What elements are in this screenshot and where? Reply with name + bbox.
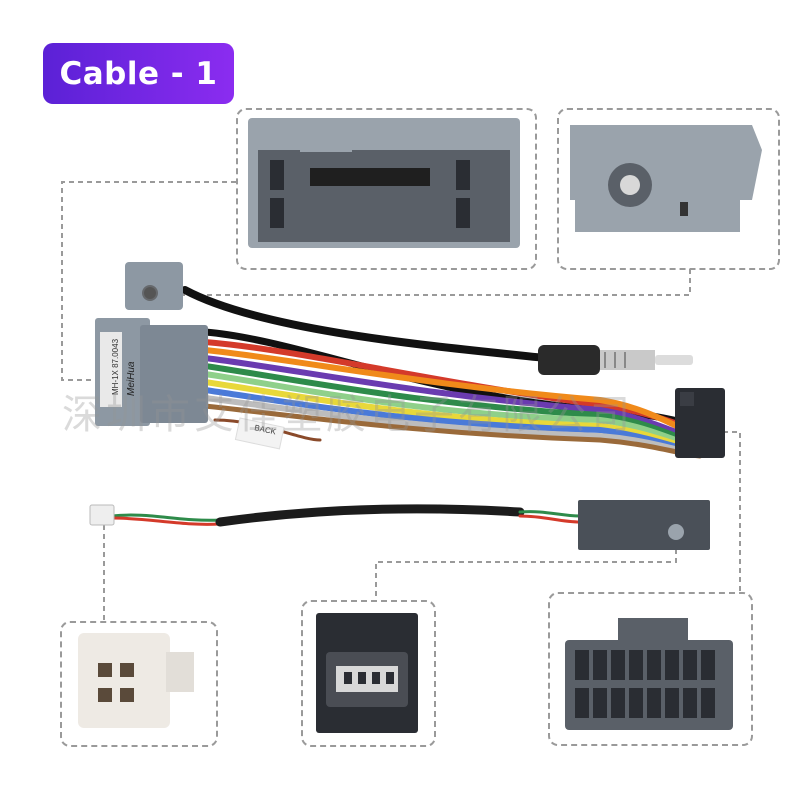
back-tag (234, 417, 285, 450)
harness-wires (181, 286, 704, 459)
small-white-plug-face (78, 633, 194, 728)
harness-brand-text: MeiHua (126, 361, 137, 396)
antenna-connector-face (570, 125, 762, 232)
usb-connector-face (316, 613, 418, 733)
harness-16pin-plug (675, 388, 725, 458)
sixteen-pin-connector-face (565, 618, 733, 730)
antenna-plug (538, 345, 693, 375)
cable-title-label: Cable - 1 (59, 55, 218, 92)
leader-lines (61, 181, 741, 621)
usb-extension-cable (110, 504, 582, 527)
usb-housing (578, 500, 710, 550)
tiny-white-plug (89, 504, 115, 526)
harness-sticker-text: MH-1X 87.0043 (111, 338, 120, 395)
harness-plug-small (125, 262, 183, 310)
company-watermark: 深圳市艾佳塑胶电子有限公司 (62, 392, 634, 438)
main-connector-face (248, 118, 520, 248)
harness-plug-large (95, 318, 208, 426)
cable-title-badge: Cable - 1 (43, 43, 234, 104)
